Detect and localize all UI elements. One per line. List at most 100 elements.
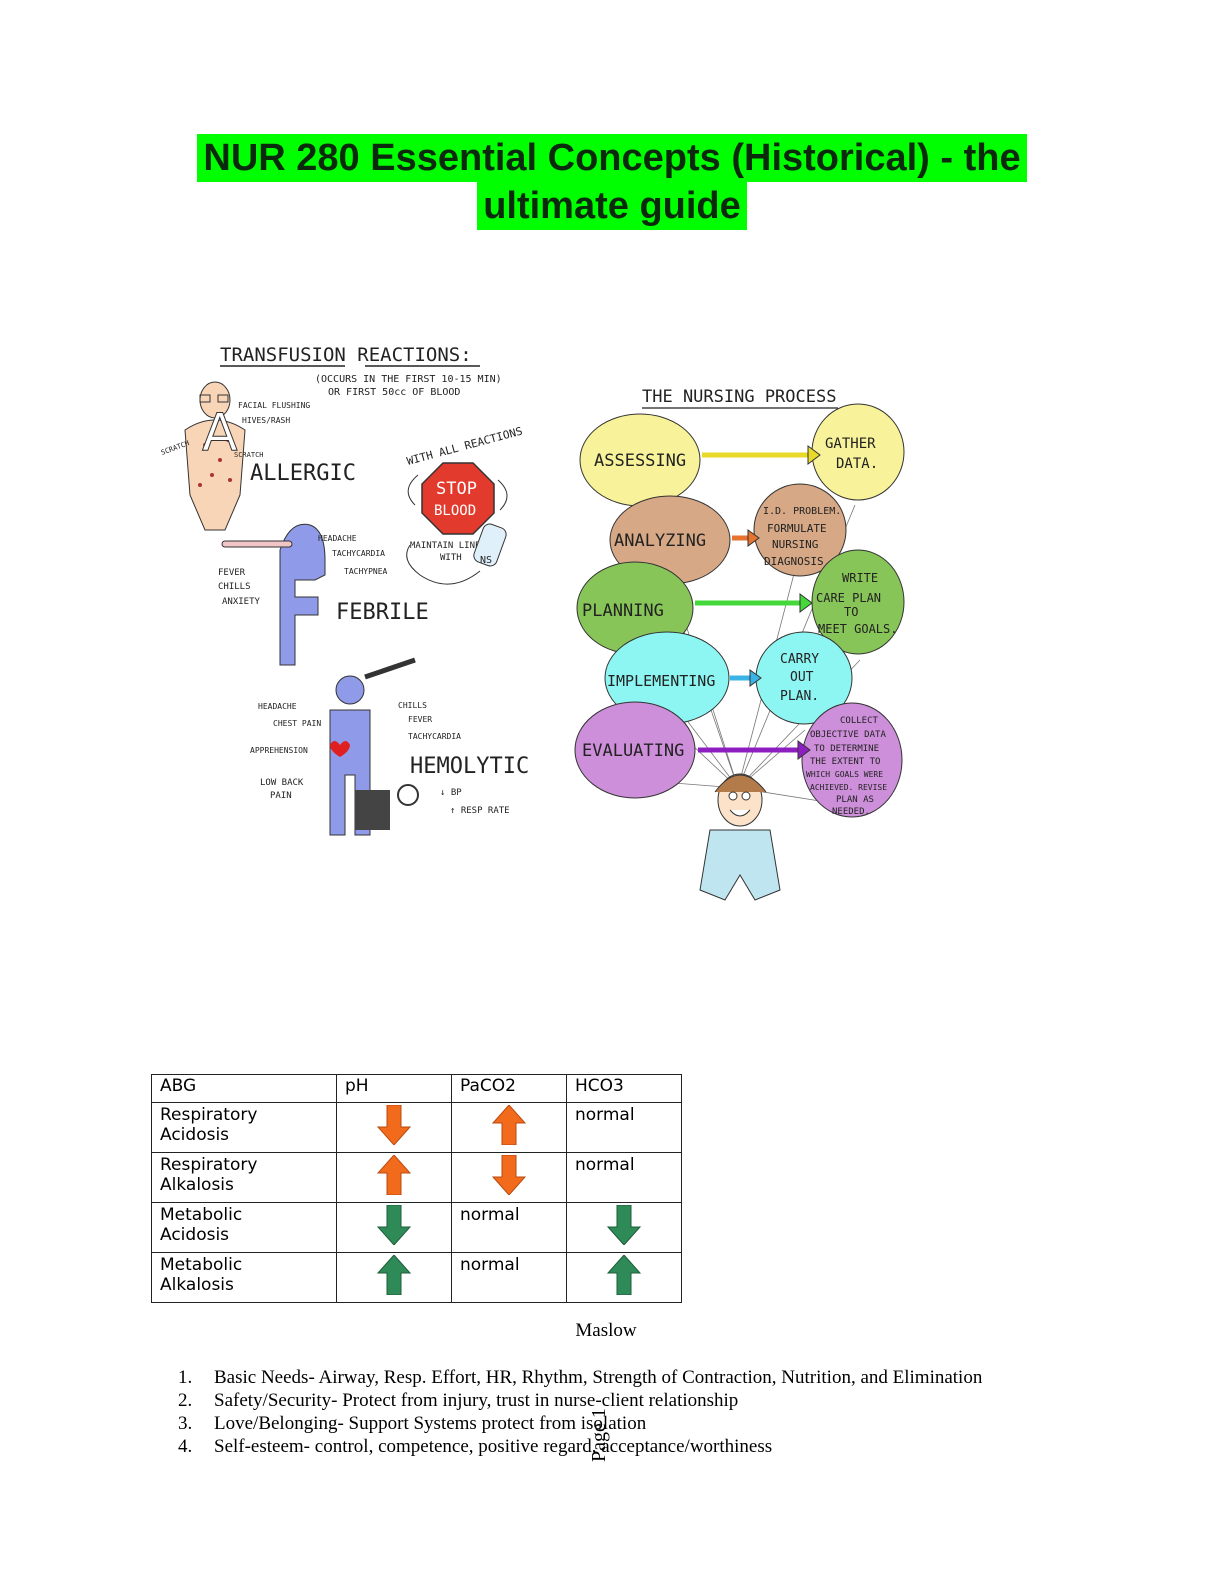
hemolytic-label: HEMOLYTIC	[410, 754, 529, 779]
step-3-action-2: PLAN.	[780, 689, 819, 704]
maslow-heading: Maslow	[575, 1320, 637, 1341]
cell-paco2: normal	[451, 1252, 567, 1303]
step-1-action-1: FORMULATE	[767, 522, 827, 535]
step-0-action-1: DATA.	[836, 456, 878, 472]
thermometer-icon	[221, 540, 293, 548]
hemolytic-sign-l5: PAIN	[270, 791, 292, 801]
up-arrow-icon	[376, 1254, 412, 1296]
list-item: 4.Self-esteem- control, competence, posi…	[178, 1436, 773, 1457]
febrile-sign-r1: HEADACHE	[318, 534, 357, 543]
febrile-sign-l1: FEVER	[218, 568, 246, 578]
transfusion-reactions-illustration: TRANSFUSION REACTIONS: (OCCURS IN THE FI…	[160, 344, 529, 836]
hemolytic-sign-l4: LOW BACK	[260, 778, 304, 788]
allergic-sign-4: SCRATCH	[234, 451, 264, 459]
hemolytic-sign-l1: HEADACHE	[258, 702, 297, 711]
step-2-action-1: CARE PLAN	[816, 591, 881, 605]
hemolytic-sign-r3: TACHYCARDIA	[408, 732, 461, 741]
cell-hco3: normal	[566, 1152, 682, 1203]
step-name-4: EVALUATING	[582, 741, 684, 761]
hemolytic-sign-r1: CHILLS	[398, 701, 427, 710]
febrile-sign-l3: ANXIETY	[222, 597, 261, 607]
step-1-action-2: NURSING	[772, 538, 818, 551]
nursing-process-heading: THE NURSING PROCESS	[642, 387, 836, 407]
step-4-action-6: PLAN AS	[836, 795, 874, 805]
list-item: 3.Love/Belonging- Support Systems protec…	[178, 1413, 647, 1434]
cell-hco3: normal	[566, 1102, 682, 1153]
cell-paco2: normal	[451, 1202, 567, 1253]
down-arrow-icon	[491, 1154, 527, 1196]
arrow-evaluating-icon	[797, 740, 811, 760]
cell-hco3	[566, 1252, 682, 1303]
hemolytic-sign-l3: APPREHENSION	[250, 746, 308, 755]
down-arrow-icon	[376, 1204, 412, 1246]
nurse-figure	[699, 773, 781, 901]
step-4-action-3: THE EXTENT TO	[810, 757, 880, 767]
arrow-analyzing-icon	[747, 529, 760, 547]
step-2-action-2: TO	[844, 605, 858, 619]
nursing-process-illustration: THE NURSING PROCESS ASSESSING GATHER DAT…	[574, 387, 905, 901]
step-4-action-1: OBJECTIVE DATA	[810, 730, 886, 740]
page-number: Page 1	[588, 1408, 610, 1462]
arrow-assessing-icon	[807, 445, 821, 465]
abg-header-ph: pH	[336, 1074, 452, 1103]
cell-ph	[336, 1152, 452, 1203]
febrile-sign-r3: TACHYPNEA	[344, 567, 388, 576]
hemolytic-figure	[329, 657, 419, 836]
with-all-reactions: WITH ALL REACTIONS	[405, 424, 524, 467]
febrile-sign-l2: CHILLS	[218, 582, 251, 592]
abg-header-abg: ABG	[151, 1074, 337, 1103]
list-item: 2.Safety/Security- Protect from injury, …	[178, 1390, 739, 1411]
transfusion-note-1: (OCCURS IN THE FIRST 10-15 MIN)	[315, 374, 502, 385]
step-name-3: IMPLEMENTING	[607, 672, 715, 690]
allergic-figure: A	[184, 381, 246, 531]
transfusion-heading: TRANSFUSION REACTIONS:	[220, 344, 472, 366]
abg-header-row: ABG pH PaCO2 HCO3	[151, 1074, 682, 1103]
list-item: 1.Basic Needs- Airway, Resp. Effort, HR,…	[178, 1367, 983, 1388]
down-arrow-icon	[376, 1104, 412, 1146]
allergic-sign-1: FACIAL FLUSHING	[238, 401, 310, 410]
step-2-action-3: MEET GOALS.	[818, 622, 897, 636]
balloon-gather	[811, 403, 905, 501]
ns-label: NS	[480, 555, 492, 566]
step-1-action-3: DIAGNOSIS.	[764, 555, 830, 568]
maintain-line-label: MAINTAIN LINE	[410, 541, 480, 551]
blood-label: BLOOD	[434, 503, 476, 519]
page-title: NUR 280 Essential Concepts (Historical) …	[0, 134, 1224, 230]
hemolytic-sign-r2: FEVER	[408, 715, 432, 724]
allergic-sign-2: HIVES/RASH	[242, 416, 290, 425]
step-2-action-0: WRITE	[842, 571, 878, 585]
title-line-2: ultimate guide	[477, 182, 747, 230]
step-1-action-0: I.D. PROBLEM.	[763, 506, 841, 517]
svg-text:A: A	[202, 403, 238, 463]
up-arrow-icon	[606, 1254, 642, 1296]
balloon-diagnosis	[753, 483, 847, 577]
step-name-2: PLANNING	[582, 601, 664, 621]
step-4-action-2: TO DETERMINE	[814, 744, 879, 754]
step-4-action-4: WHICH GOALS WERE	[806, 770, 883, 779]
down-arrow-icon	[606, 1204, 642, 1246]
up-arrow-icon	[376, 1154, 412, 1196]
step-0-action-0: GATHER	[825, 436, 876, 452]
cell-paco2	[451, 1102, 567, 1153]
step-name-1: ANALYZING	[614, 531, 706, 551]
abg-header-hco3: HCO3	[566, 1074, 682, 1103]
step-4-action-7: NEEDED.	[832, 807, 870, 817]
allergic-label: ALLERGIC	[250, 461, 356, 486]
hemolytic-bottom-2: ↑ RESP RATE	[450, 806, 510, 816]
balloon-care-plan	[811, 549, 905, 655]
up-arrow-icon	[491, 1104, 527, 1146]
cell-ph	[336, 1202, 452, 1253]
step-3-action-1: OUT	[790, 670, 814, 685]
step-4-action-0: COLLECT	[840, 716, 879, 726]
febrile-sign-r2: TACHYCARDIA	[332, 549, 385, 558]
balloon-evaluating	[574, 701, 696, 799]
allergic-sign-3: SCRATCH	[160, 439, 190, 457]
